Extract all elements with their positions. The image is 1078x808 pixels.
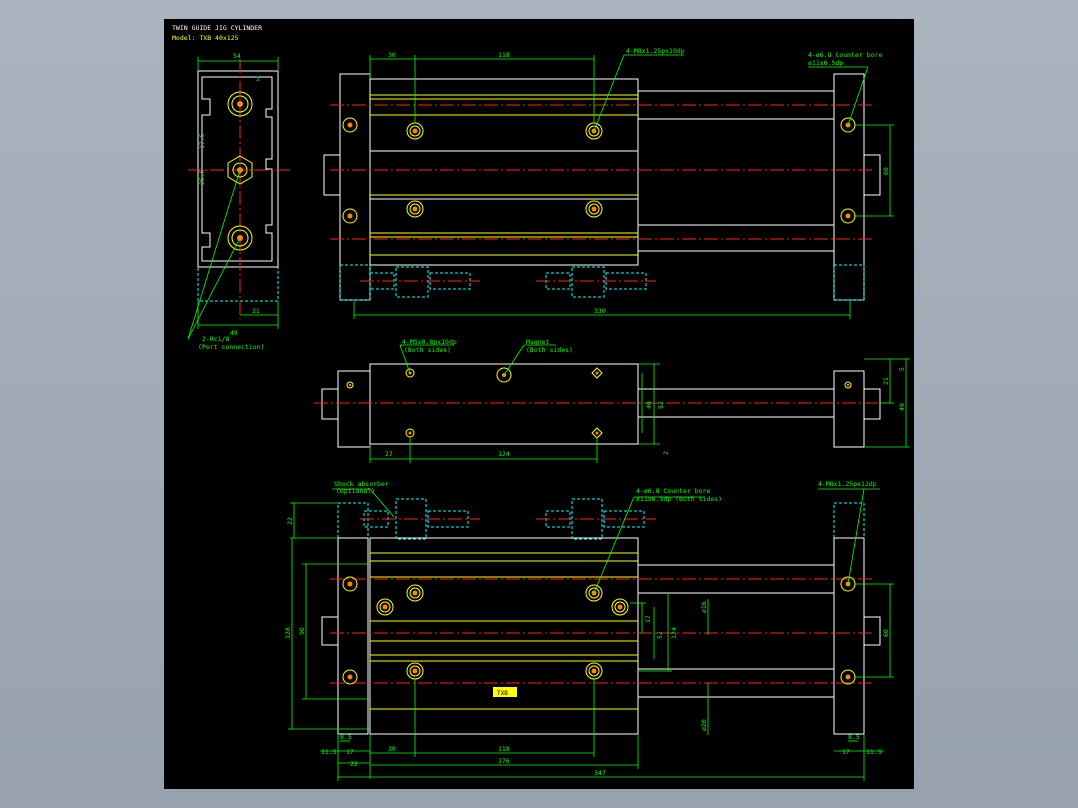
- port-note-2: (Port connection): [198, 343, 265, 351]
- side-dim-top: 54: [233, 52, 241, 60]
- mid-note-tap-1: 4-M5x0.8px10dp: [402, 338, 457, 346]
- mid-dim-5: 5: [898, 367, 906, 371]
- side-port-top: [227, 91, 253, 117]
- mid-note-magnet-2: (Both sides): [526, 346, 573, 354]
- bottom-dim-347: 347: [594, 769, 606, 777]
- bottom-bolt-8: [342, 669, 358, 685]
- bottom-dim-17-left: 17: [346, 748, 354, 756]
- bottom-dim-60: 60: [882, 629, 890, 637]
- cad-drawing-canvas: .w { stroke:#ffffff; fill:none; stroke-w…: [164, 19, 914, 789]
- bottom-dim-11-5-right: 11.5: [866, 748, 882, 756]
- mid-dim-124: 124: [498, 450, 510, 458]
- side-view: 54 2 17.5 25.5 49 21 2-Rc1/8 (Port conne…: [187, 52, 290, 351]
- top-shock-absorber-1: [360, 266, 480, 298]
- mid-dim-2: 2: [662, 451, 670, 455]
- bottom-note-cb-2: ø11x6.5dp (Both sides): [636, 495, 722, 503]
- top-bolt-1: [406, 122, 424, 140]
- top-note-tap: 4-M8x1.25px10dp: [626, 47, 685, 55]
- bottom-bolt-10: [840, 669, 856, 685]
- top-dim-118: 118: [498, 51, 510, 59]
- top-bolt-5: [342, 117, 358, 133]
- bottom-shock-absorber-1: [360, 498, 480, 540]
- bottom-bolt-2: [406, 584, 424, 602]
- bottom-dim-128: 128: [284, 627, 292, 639]
- top-dim-330: 330: [594, 307, 606, 315]
- bottom-shock-absorber-2: [536, 498, 656, 540]
- bottom-dim-20: ø20: [700, 719, 708, 731]
- top-note-cb-1: 4-ø6.8 Counter bore: [808, 51, 882, 59]
- bottom-dim-8-5-left: 8.5: [340, 733, 352, 741]
- bottom-bolt-7: [342, 576, 358, 592]
- mid-tap-4: [591, 427, 603, 439]
- bottom-dim-30: 30: [388, 745, 396, 753]
- bottom-dim-17-right: 17: [842, 748, 850, 756]
- bottom-bolt-3: [585, 584, 603, 602]
- side-dim-small: 2: [256, 75, 260, 83]
- mid-dim-49: 49: [898, 403, 906, 411]
- mid-note-magnet-1: Magnet: [526, 338, 550, 346]
- top-note-cb-2: ø11x6.5dp: [808, 59, 843, 67]
- drawing-model: Model: TXB 40x125: [172, 34, 239, 42]
- top-bolt-4: [585, 200, 603, 218]
- mid-dim-21: 21: [882, 377, 890, 385]
- bottom-note-cb-1: 4-ø6.8 Counter bore: [636, 487, 710, 495]
- bottom-bolt-4: [611, 598, 629, 616]
- cad-drawing: .w { stroke:#ffffff; fill:none; stroke-w…: [172, 24, 910, 781]
- top-dim-30: 30: [388, 51, 396, 59]
- bottom-dim-11-5-left: 11.5: [321, 748, 337, 756]
- nameplate-label: TXB: [497, 690, 508, 697]
- side-dim-2: 25.5: [198, 169, 206, 185]
- side-dim-bottom-21: 21: [252, 307, 260, 315]
- mid-note-tap-2: (Both sides): [404, 346, 451, 354]
- bottom-note-shock-2: (Optional): [336, 487, 375, 495]
- bottom-dim-22: 22: [286, 517, 294, 525]
- bottom-dim-90: 90: [298, 627, 306, 635]
- bottom-dim-16: ø16: [700, 601, 708, 613]
- port-note-1: 2-Rc1/8: [202, 335, 229, 343]
- mid-bolt-r: [844, 381, 852, 389]
- top-bolt-3: [406, 200, 424, 218]
- bottom-dim-17: 17: [644, 615, 652, 623]
- bottom-bolt-6: [585, 662, 603, 680]
- nameplate: TXB: [493, 687, 517, 697]
- mid-tap-3: [591, 367, 603, 379]
- bottom-dim-52: 52: [656, 631, 664, 639]
- bottom-view: TXB Shock absorber (Optional) 4-ø6.8 Cou…: [284, 480, 894, 781]
- mid-view: 4-M5x0.8px10dp (Both sides) Magnet (Both…: [314, 338, 910, 463]
- mid-dim-27: 27: [385, 450, 393, 458]
- mid-bolt-l: [346, 381, 354, 389]
- side-dim-bottom-49: 49: [230, 329, 238, 337]
- side-dim-1: 17.5: [198, 133, 206, 149]
- bottom-note-tap: 4-M8x1.25px12dp: [818, 480, 877, 488]
- mid-dim-40: 40: [645, 401, 653, 409]
- bottom-dim-176: 176: [498, 757, 510, 765]
- bottom-note-shock-1: Shock absorber: [334, 480, 389, 488]
- drawing-title: TWIN GUIDE JIG CYLINDER: [172, 24, 262, 32]
- bottom-dim-118: 118: [498, 745, 510, 753]
- top-shock-absorber-2: [536, 266, 656, 298]
- bottom-dim-22-bottom: 22: [350, 760, 358, 768]
- bottom-bolt-5: [406, 662, 424, 680]
- bottom-bolt-1: [376, 598, 394, 616]
- top-view: 30 118 4-M8x1.25px10dp 4-ø6.8 Counter bo…: [323, 47, 894, 319]
- top-bolt-8: [840, 208, 856, 224]
- top-bolt-6: [342, 208, 358, 224]
- bottom-dim-8-5-right: 8.5: [848, 733, 860, 741]
- bottom-dim-124: 124: [670, 627, 678, 639]
- mid-tap-2: [405, 428, 415, 438]
- mid-dim-52: 52: [657, 401, 665, 409]
- top-dim-60: 60: [882, 167, 890, 175]
